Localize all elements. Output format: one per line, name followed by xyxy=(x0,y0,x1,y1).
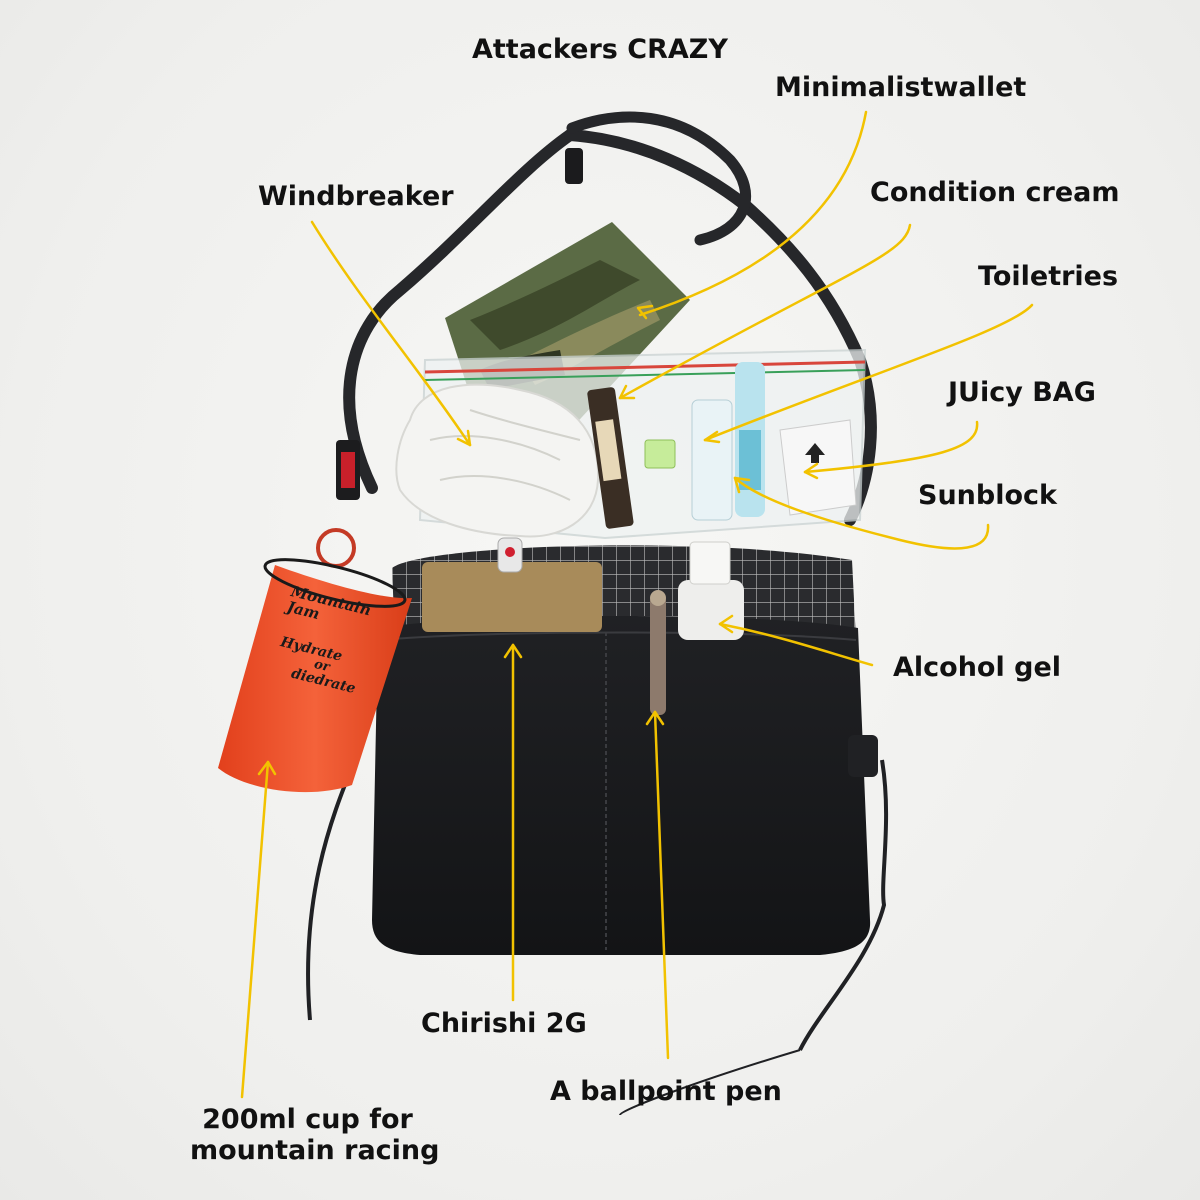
title-label: Attackers CRAZY xyxy=(472,34,728,65)
juicy-bag-label: JUicy BAG xyxy=(948,377,1096,408)
cup xyxy=(218,528,412,793)
cup-label-line1: 200ml cup for xyxy=(202,1104,413,1135)
toiletries-label: Toiletries xyxy=(978,261,1119,292)
windbreaker-label: Windbreaker xyxy=(258,181,454,212)
alcohol-gel-label: Alcohol gel xyxy=(893,652,1062,683)
chirishi-wallet xyxy=(422,537,602,632)
chirishi-label: Chirishi 2G xyxy=(421,1008,587,1039)
strap-buckle xyxy=(565,148,583,184)
shoulder-strap xyxy=(343,111,877,526)
cup-label-line2: mountain racing xyxy=(190,1135,440,1167)
cup-label: 200ml cup for mountain racing xyxy=(190,1104,440,1167)
ballpoint-pen-label: A ballpoint pen xyxy=(550,1076,782,1107)
condition-cream-label: Condition cream xyxy=(870,177,1120,208)
strap-label xyxy=(341,452,355,488)
ballpoint-pen xyxy=(650,590,666,715)
windbreaker xyxy=(395,383,600,538)
minimalist-wallet-label: Minimalistwallet xyxy=(775,72,1027,103)
sunblock-label: Sunblock xyxy=(918,480,1057,511)
annotation-lines xyxy=(240,110,1034,1099)
